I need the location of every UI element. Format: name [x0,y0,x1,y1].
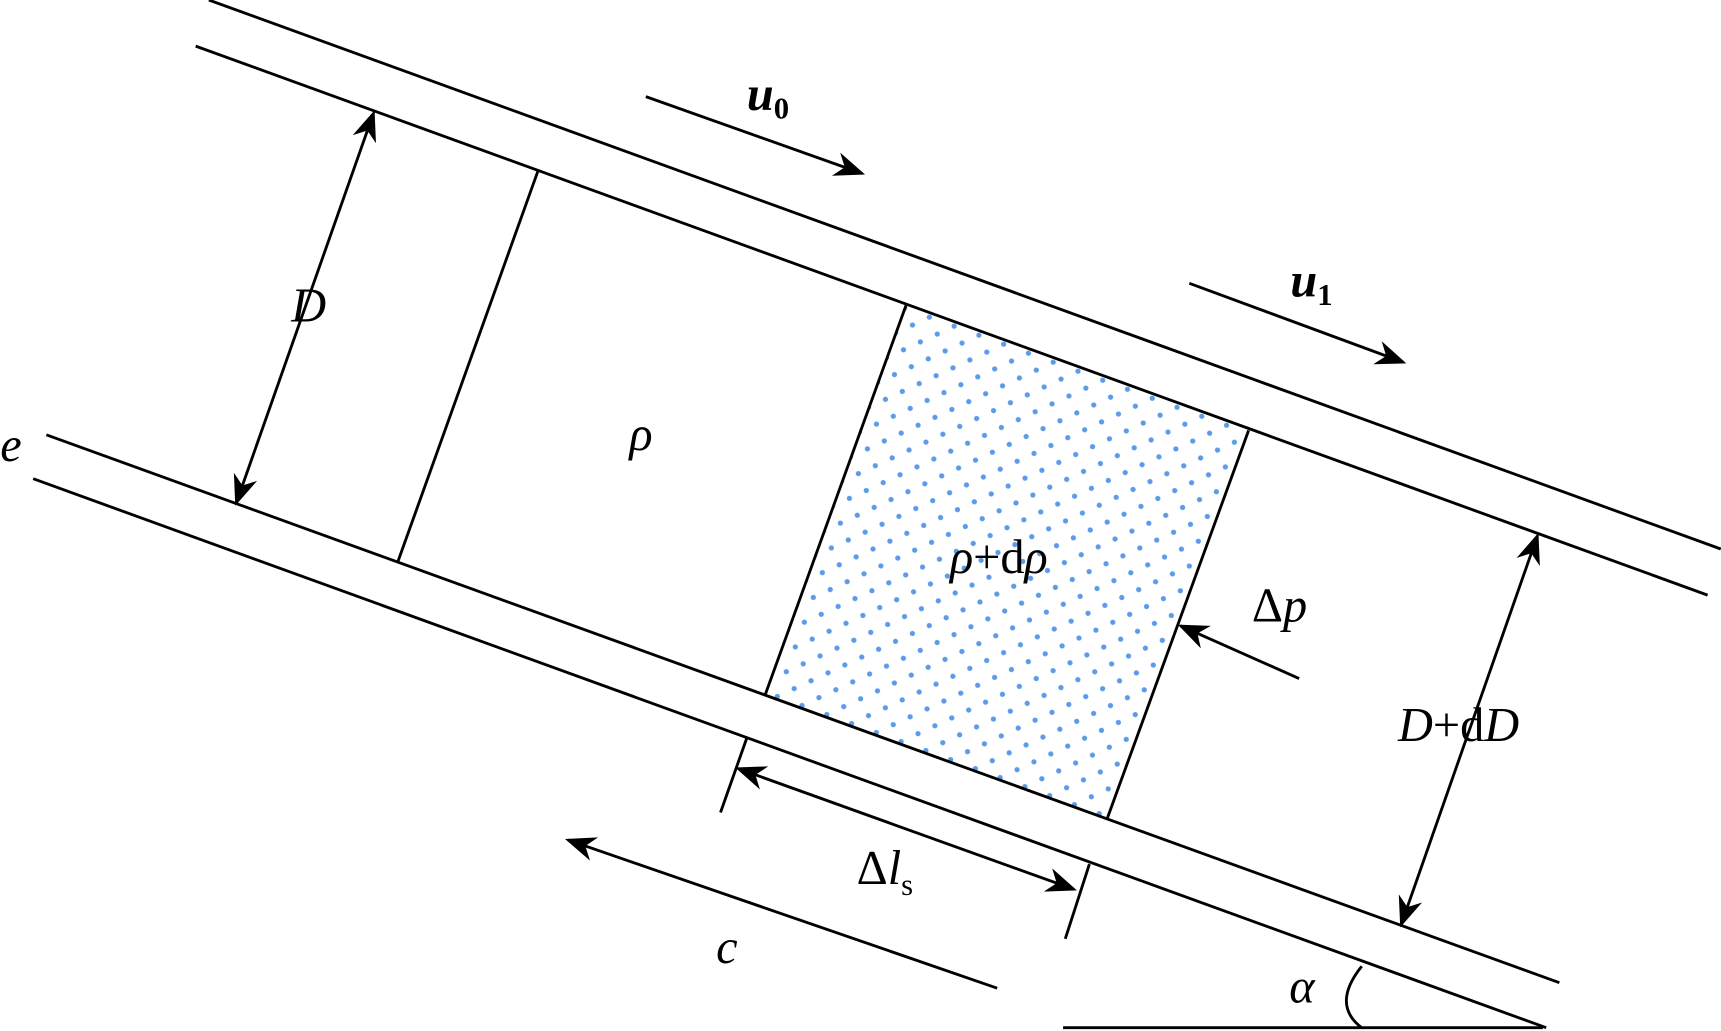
angle-arc [1345,965,1363,1029]
label-rho-drho: ρ+dρ [948,531,1048,584]
length-tick-left [719,737,749,813]
compressed-region [765,305,1249,820]
label-D: D [290,280,326,333]
label-u0: u0 [747,68,789,126]
section-line-2 [764,304,908,695]
u0-arrow [645,95,866,176]
label-delta-p: Δp [1252,579,1307,632]
label-rho: ρ [627,408,652,461]
label-alpha: α [1289,960,1316,1013]
bottom-inner-wall [45,433,1560,985]
diameter-arrow [233,110,376,506]
label-delta-ls: Δls [857,842,913,902]
label-e: e [0,419,21,472]
length-tick-right [1063,863,1091,940]
top-inner-wall [195,44,1709,597]
length-arrow [735,766,1077,892]
top-outer-wall [208,0,1721,551]
wave-speed-arrow [564,837,998,990]
section-line-1 [396,169,540,563]
pressure-arrow [1177,624,1300,680]
bottom-outer-wall [32,477,1547,1030]
label-u1: u1 [1290,254,1332,312]
label-c: c [716,921,737,974]
diameter-change-arrow [1398,532,1540,928]
u1-arrow [1188,281,1407,365]
label-D-dD: D+dD [1397,699,1519,752]
